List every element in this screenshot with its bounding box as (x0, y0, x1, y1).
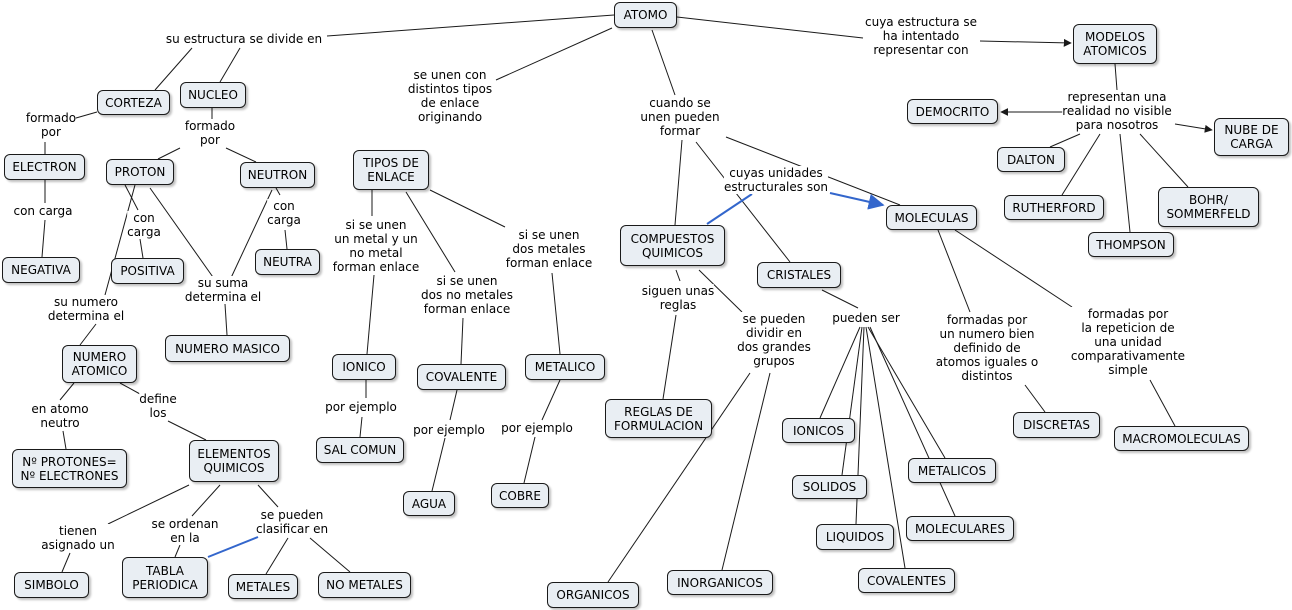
node-metalico[interactable]: METALICO (525, 354, 605, 380)
link-dos-grandes-grupos: se pueden dividir en dos grandes grupos (737, 312, 811, 368)
node-moleculas[interactable]: MOLECULAS (886, 205, 977, 230)
link-formadas-repeticion: formadas por la repeticion de una unidad… (1070, 307, 1186, 377)
node-dalton[interactable]: DALTON (997, 147, 1065, 172)
node-cobre[interactable]: COBRE (491, 483, 549, 508)
link-dos-metales: si se unen dos metales forman enlace (505, 228, 593, 270)
node-bohr-sommerfeld[interactable]: BOHR/ SOMMERFELD (1158, 187, 1259, 227)
link-dos-no-metales: si se unen dos no metales forman enlace (421, 274, 513, 316)
link-formadas-numero: formadas por un numero bien definido de … (935, 313, 1039, 383)
link-se-pueden-clasificar: se pueden clasificar en (255, 508, 329, 536)
link-se-ordenan: se ordenan en la (151, 517, 219, 545)
node-rutherford[interactable]: RUTHERFORD (1004, 195, 1104, 220)
node-tabla-periodica[interactable]: TABLA PERIODICA (122, 557, 208, 598)
node-protones-electrones[interactable]: Nº PROTONES= Nº ELECTRONES (12, 449, 127, 488)
node-positiva[interactable]: POSITIVA (111, 258, 184, 284)
node-discretas[interactable]: DISCRETAS (1013, 412, 1100, 438)
node-cristales[interactable]: CRISTALES (757, 262, 841, 288)
node-ionicos[interactable]: IONICOS (782, 418, 855, 443)
node-corteza[interactable]: CORTEZA (97, 90, 170, 115)
link-por-ejemplo-covalente: por ejemplo (413, 423, 485, 437)
node-numero-atomico[interactable]: NUMERO ATOMICO (62, 345, 137, 383)
node-simbolo[interactable]: SIMBOLO (14, 572, 89, 598)
node-agua[interactable]: AGUA (403, 491, 455, 516)
node-tipos-enlace[interactable]: TIPOS DE ENLACE (353, 150, 429, 190)
node-moleculares[interactable]: MOLECULARES (906, 516, 1014, 541)
link-en-atomo-neutro: en atomo neutro (31, 402, 89, 430)
link-siguen-reglas: siguen unas reglas (641, 284, 715, 312)
node-solidos[interactable]: SOLIDOS (792, 475, 867, 499)
node-no-metales[interactable]: NO METALES (318, 572, 411, 598)
node-inorganicos[interactable]: INORGANICOS (667, 570, 773, 595)
link-pueden-ser: pueden ser (832, 311, 900, 325)
node-ionico[interactable]: IONICO (332, 354, 396, 380)
link-su-numero: su numero determina el (47, 295, 125, 323)
node-organicos[interactable]: ORGANICOS (547, 582, 639, 608)
link-formado-por-corteza: formado por (25, 111, 77, 139)
link-por-ejemplo-ionico: por ejemplo (325, 400, 397, 414)
link-tienen-asignado: tienen asignado un (41, 524, 115, 552)
link-define-los: define los (139, 392, 177, 420)
node-covalentes[interactable]: COVALENTES (858, 568, 955, 593)
node-sal-comun[interactable]: SAL COMUN (316, 437, 404, 463)
node-elementos-quimicos[interactable]: ELEMENTOS QUIMICOS (189, 440, 279, 482)
node-neutra[interactable]: NEUTRA (255, 249, 320, 275)
node-neutron[interactable]: NEUTRON (240, 162, 315, 188)
link-estructura-representar: cuya estructura se ha intentado represen… (865, 15, 977, 57)
node-electron[interactable]: ELECTRON (4, 154, 85, 180)
node-atomo[interactable]: ATOMO (614, 2, 677, 28)
node-nucleo[interactable]: NUCLEO (180, 82, 246, 108)
node-compuestos-quimicos[interactable]: COMPUESTOS QUIMICOS (620, 225, 725, 266)
link-estructura-divide: su estructura se divide en (165, 32, 323, 46)
node-nube-carga[interactable]: NUBE DE CARGA (1214, 118, 1289, 156)
node-reglas-formulacion[interactable]: REGLAS DE FORMULACION (605, 399, 712, 438)
link-con-carga-neutron: con carga (267, 199, 301, 227)
link-formado-por-nucleo: formado por (184, 119, 236, 147)
node-thompson[interactable]: THOMPSON (1088, 232, 1174, 257)
node-numero-masico[interactable]: NUMERO MASICO (165, 335, 290, 362)
node-proton[interactable]: PROTON (106, 159, 174, 185)
node-negativa[interactable]: NEGATIVA (2, 257, 80, 283)
link-por-ejemplo-metalico: por ejemplo (501, 421, 573, 435)
link-con-carga-electron: con carga (13, 204, 73, 218)
node-macromoleculas[interactable]: MACROMOLECULAS (1114, 426, 1249, 451)
link-con-carga-proton: con carga (127, 211, 161, 239)
link-se-unen-distintos: se unen con distintos tipos de enlace or… (407, 68, 493, 124)
link-metal-no-metal: si se unen un metal y un no metal forman… (332, 218, 420, 274)
node-democrito[interactable]: DEMOCRITO (907, 99, 998, 124)
node-liquidos[interactable]: LIQUIDOS (816, 524, 894, 550)
node-metales[interactable]: METALES (228, 574, 298, 599)
node-metalicos[interactable]: METALICOS (908, 458, 996, 483)
link-representan-realidad: representan una realidad no visible para… (1062, 90, 1172, 132)
node-modelos-atomicos[interactable]: MODELOS ATOMICOS (1073, 24, 1157, 64)
link-cuando-se-unen: cuando se unen pueden formar (640, 96, 720, 138)
node-covalente[interactable]: COVALENTE (417, 364, 506, 390)
link-cuyas-unidades: cuyas unidades estructurales son (723, 166, 829, 194)
link-su-suma: su suma determina el (184, 276, 262, 304)
